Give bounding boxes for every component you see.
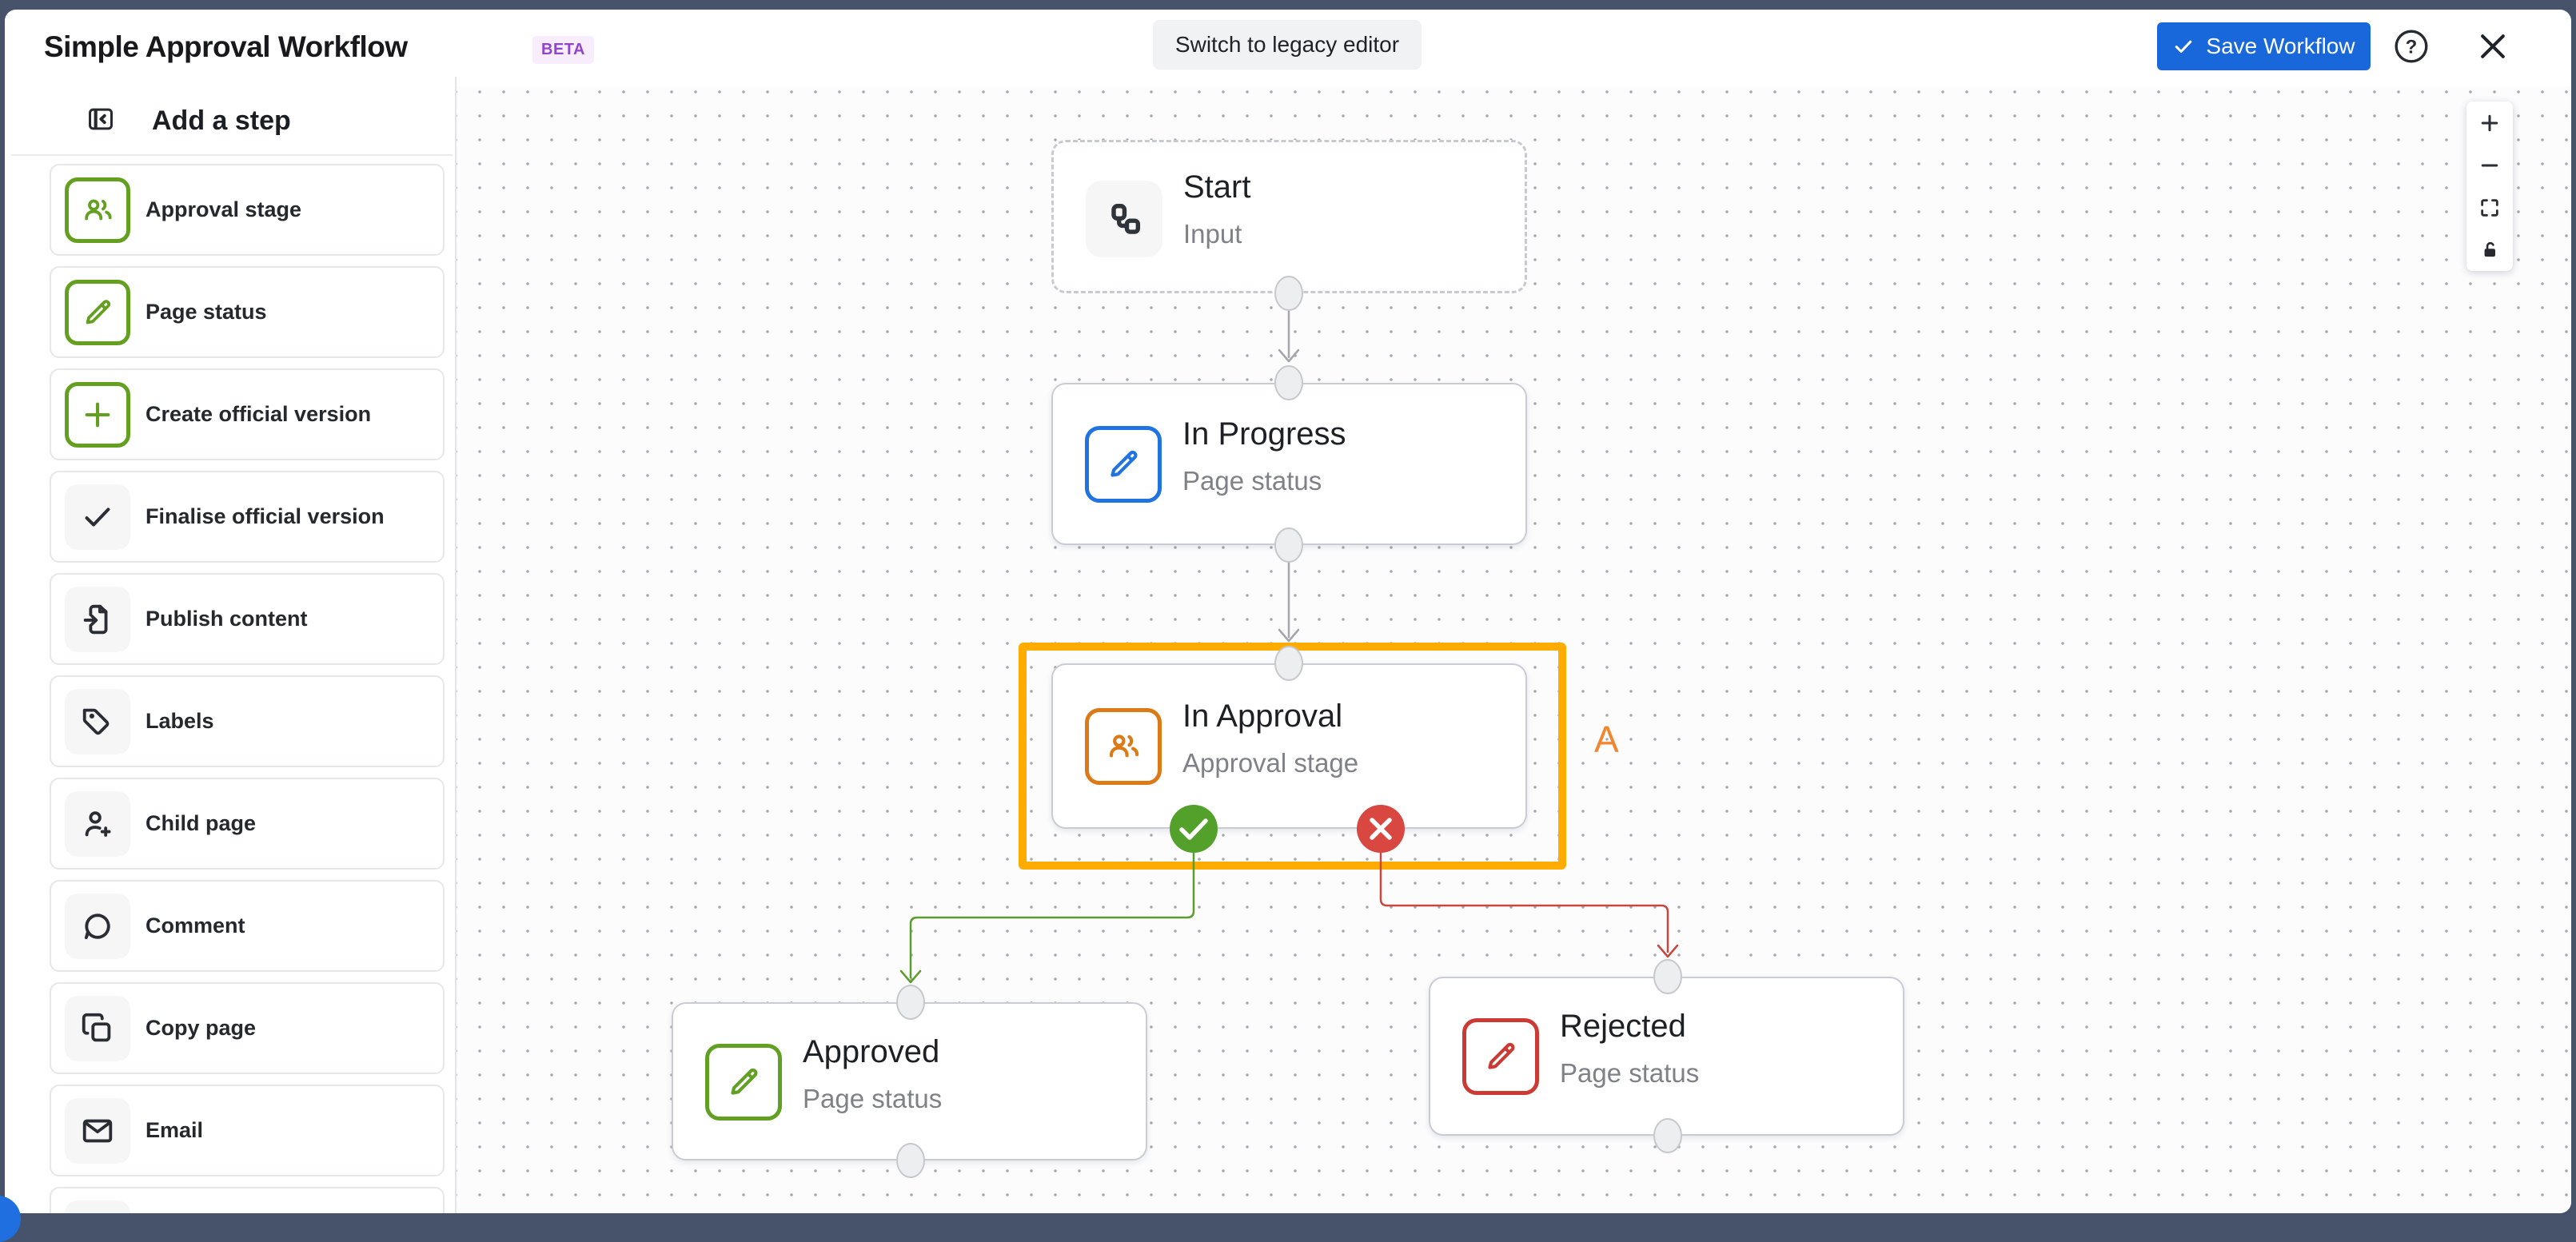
step-label: Comment bbox=[146, 914, 245, 937]
help-button[interactable]: ? bbox=[2389, 24, 2434, 69]
node-in-progress[interactable]: In Progress Page status bbox=[1051, 383, 1527, 545]
people-icon bbox=[65, 177, 130, 243]
workflow-icon bbox=[1086, 181, 1162, 257]
step-label: Page status bbox=[146, 300, 267, 324]
step-label: Create official version bbox=[146, 402, 372, 426]
pencil-icon bbox=[65, 280, 130, 345]
panel-collapse-icon[interactable] bbox=[85, 103, 117, 135]
step-card-page-status[interactable]: Page status bbox=[50, 266, 445, 358]
people-icon bbox=[1085, 708, 1162, 785]
zoom-panel bbox=[2466, 102, 2513, 271]
node-start[interactable]: Start Input bbox=[1051, 140, 1527, 293]
node-subtitle: Page status bbox=[1560, 1058, 1700, 1088]
step-label: Labels bbox=[146, 709, 214, 733]
step-card-child-page[interactable]: Child page bbox=[50, 778, 445, 870]
pencil-icon bbox=[1085, 426, 1162, 503]
step-label: Finalise official version bbox=[146, 504, 385, 528]
step-card-create-official-version[interactable]: Create official version bbox=[50, 368, 445, 460]
unlock-icon[interactable] bbox=[2466, 229, 2513, 271]
sidebar-canvas-divider bbox=[455, 77, 457, 1213]
node-rejected[interactable]: Rejected Page status bbox=[1429, 977, 1904, 1136]
step-label: Child page bbox=[146, 811, 257, 835]
email-icon bbox=[65, 1098, 130, 1164]
save-workflow-button[interactable]: Save Workflow bbox=[2157, 22, 2371, 70]
node-in-approval[interactable]: In Approval Approval stage bbox=[1051, 663, 1527, 829]
step-card-publish-content[interactable]: Publish content bbox=[50, 573, 445, 665]
node-title: Rejected bbox=[1560, 1009, 1686, 1044]
selection-label: A bbox=[1594, 719, 1619, 760]
node-subtitle: Page status bbox=[1182, 466, 1322, 496]
step-label: Email bbox=[146, 1118, 204, 1142]
step-icon bbox=[65, 1200, 130, 1213]
tag-icon bbox=[65, 689, 130, 754]
step-label: Publish content bbox=[146, 607, 308, 631]
node-subtitle: Approval stage bbox=[1182, 748, 1359, 778]
person-add-icon bbox=[65, 791, 130, 857]
sidebar-title: Add a step bbox=[152, 105, 291, 136]
step-card-approval-stage[interactable]: Approval stage bbox=[50, 164, 445, 256]
node-subtitle: Input bbox=[1183, 219, 1242, 249]
workflow-editor-modal: Simple Approval Workflow BETA Switch to … bbox=[5, 10, 2571, 1213]
step-card-finalise-official-version[interactable]: Finalise official version bbox=[50, 471, 445, 563]
step-card-email[interactable]: Email bbox=[50, 1085, 445, 1176]
copy-icon bbox=[65, 996, 130, 1061]
check-icon bbox=[65, 484, 130, 550]
step-card-partial[interactable] bbox=[50, 1187, 445, 1213]
save-workflow-label: Save Workflow bbox=[2206, 34, 2355, 58]
plus-icon bbox=[65, 382, 130, 448]
node-title: Approved bbox=[803, 1034, 940, 1069]
check-icon bbox=[2172, 35, 2195, 58]
switch-to-legacy-editor-button[interactable]: Switch to legacy editor bbox=[1153, 20, 1422, 70]
publish-icon bbox=[65, 587, 130, 652]
close-button[interactable] bbox=[2470, 24, 2515, 69]
node-title: Start bbox=[1183, 169, 1251, 205]
fit-view-button[interactable] bbox=[2466, 186, 2513, 229]
comment-icon bbox=[65, 894, 130, 959]
zoom-in-button[interactable] bbox=[2466, 102, 2513, 144]
page-title: Simple Approval Workflow bbox=[44, 30, 408, 63]
pencil-icon bbox=[1462, 1018, 1539, 1095]
help-question-icon: ? bbox=[2392, 27, 2430, 66]
zoom-out-button[interactable] bbox=[2466, 144, 2513, 186]
close-icon bbox=[2475, 29, 2510, 64]
node-title: In Approval bbox=[1182, 699, 1343, 734]
svg-text:?: ? bbox=[2406, 36, 2418, 58]
step-card-comment[interactable]: Comment bbox=[50, 880, 445, 972]
pencil-icon bbox=[705, 1044, 782, 1121]
step-label: Approval stage bbox=[146, 197, 302, 221]
node-title: In Progress bbox=[1182, 416, 1346, 452]
node-approved[interactable]: Approved Page status bbox=[672, 1002, 1147, 1160]
step-card-labels[interactable]: Labels bbox=[50, 675, 445, 767]
sidebar-divider bbox=[11, 154, 453, 156]
beta-badge: BETA bbox=[532, 36, 594, 64]
node-subtitle: Page status bbox=[803, 1084, 943, 1113]
step-label: Copy page bbox=[146, 1016, 257, 1040]
step-card-copy-page[interactable]: Copy page bbox=[50, 982, 445, 1074]
